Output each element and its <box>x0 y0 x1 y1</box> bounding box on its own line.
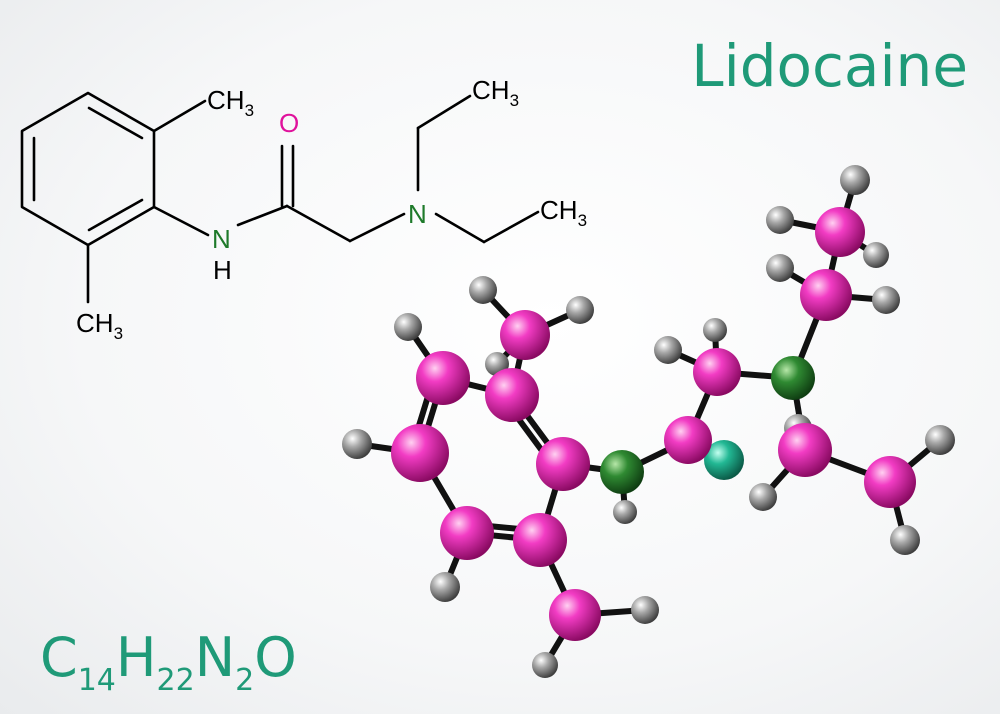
nitrogen-atom <box>771 356 815 400</box>
hydrogen-atom <box>613 500 637 524</box>
oxygen-atom <box>704 440 744 480</box>
hydrogen-atom <box>890 525 920 555</box>
carbon-atom <box>416 351 470 405</box>
nitrogen-atom <box>600 450 644 494</box>
benzene-ring <box>20 91 156 247</box>
label-amide-h: H <box>213 255 232 285</box>
hydrogen-atom <box>872 286 900 314</box>
bond-carbonyl-ch2 <box>285 204 352 243</box>
hydrogen-atom <box>925 425 955 455</box>
hydrogen-atom <box>840 165 870 195</box>
bond-n-ethyl-right <box>434 212 486 244</box>
hydrogen-atom <box>766 254 794 282</box>
hydrogen-atom <box>749 483 777 511</box>
hydrogen-atom <box>566 296 594 324</box>
ring-double-bond-1 <box>87 106 144 140</box>
carbon-atom <box>500 310 550 360</box>
label-ch3-bottom: CH3 <box>76 308 123 343</box>
hydrogen-atom <box>631 596 659 624</box>
label-ch3-ethyl-right: CH3 <box>540 195 587 230</box>
hydrogen-atom <box>766 206 794 234</box>
hydrogen-atom <box>532 652 558 678</box>
molecule-name: Lidocaine <box>691 32 968 100</box>
bond-ring-ch3-top <box>152 99 207 133</box>
hydrogen-atom <box>394 313 422 341</box>
carbon-atom <box>800 269 852 321</box>
hydrogen-atom <box>342 429 372 459</box>
hydrogen-atom <box>654 336 682 364</box>
carbon-atom <box>664 416 712 464</box>
carbon-atom <box>536 437 590 491</box>
label-oxygen: O <box>279 108 299 138</box>
carbon-atom <box>513 513 567 567</box>
carbon-atom <box>778 423 832 477</box>
carbon-atom <box>815 207 865 257</box>
carbon-atom <box>485 368 539 422</box>
hydrogen-atom <box>430 572 460 602</box>
carbon-atom <box>549 589 601 641</box>
carbon-atom <box>864 456 916 508</box>
molecular-formula: C14H22N2O <box>40 626 297 698</box>
skeletal-structure: CH3 CH3 O N H N CH3 CH3 <box>20 75 587 343</box>
label-ch3-top: CH3 <box>207 85 254 120</box>
label-amide-n: N <box>212 224 231 254</box>
bond-nh-carbonyl <box>236 204 289 227</box>
carbon-atom <box>440 506 494 560</box>
carbon-atom <box>693 348 741 396</box>
ring-double-bond-3 <box>87 198 144 232</box>
model-atoms <box>342 165 955 678</box>
bond-ch2-n <box>348 212 406 243</box>
bond-ethyl-up-ch3 <box>416 94 472 130</box>
hydrogen-atom <box>863 242 889 268</box>
carbon-atom <box>391 424 449 482</box>
ball-and-stick-model <box>342 165 955 678</box>
bond-ring-nh <box>152 205 210 237</box>
label-amine-n: N <box>408 199 427 229</box>
bond-ethyl-right-ch3 <box>482 210 540 244</box>
label-ch3-ethyl-top: CH3 <box>472 75 519 110</box>
hydrogen-atom <box>703 318 727 342</box>
hydrogen-atom <box>469 276 497 304</box>
